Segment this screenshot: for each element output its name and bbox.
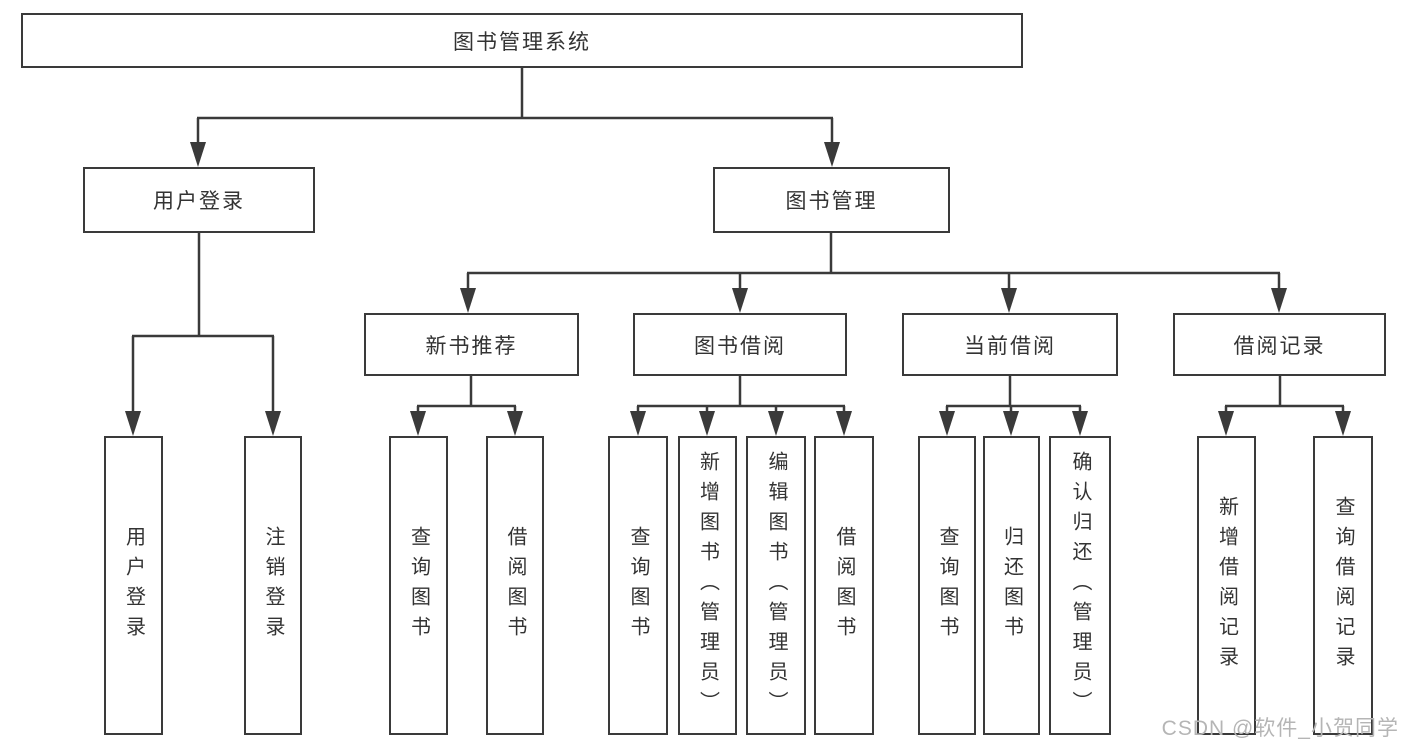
node-label: 借阅记录 <box>1233 334 1326 358</box>
node-login-user: 用户登录 <box>104 436 163 735</box>
node-records-query: 查询借阅记录 <box>1313 436 1373 735</box>
arrowhead-down-icon <box>1003 411 1019 436</box>
node-label: 图书管理系统 <box>453 30 591 54</box>
arrowhead-down-icon <box>125 411 141 436</box>
arrowhead-down-icon <box>768 411 784 436</box>
node-borrow-edit: 编辑图书（管理员） <box>746 436 806 735</box>
node-records-add: 新增借阅记录 <box>1197 436 1256 735</box>
arrowhead-down-icon <box>1271 288 1287 313</box>
node-label: 借阅图书 <box>833 525 855 646</box>
node-label: 新书推荐 <box>425 334 518 358</box>
arrowhead-down-icon <box>460 288 476 313</box>
arrowhead-down-icon <box>630 411 646 436</box>
arrowhead-down-icon <box>507 411 523 436</box>
node-label: 查询图书 <box>936 525 958 646</box>
node-current-query: 查询图书 <box>918 436 976 735</box>
node-borrow-query: 查询图书 <box>608 436 668 735</box>
arrowhead-down-icon <box>1072 411 1088 436</box>
node-label: 查询借阅记录 <box>1332 495 1354 676</box>
arrowhead-down-icon <box>1001 288 1017 313</box>
node-current-confirm: 确认归还（管理员） <box>1049 436 1111 735</box>
node-label: 查询图书 <box>407 525 430 646</box>
arrowhead-down-icon <box>836 411 852 436</box>
node-rec-borrow: 借阅图书 <box>486 436 544 735</box>
node-records: 借阅记录 <box>1173 313 1386 376</box>
node-current: 当前借阅 <box>902 313 1118 376</box>
node-label: 注销登录 <box>262 525 284 646</box>
node-root: 图书管理系统 <box>21 13 1023 68</box>
node-borrow-add: 新增图书（管理员） <box>678 436 737 735</box>
node-borrow: 图书借阅 <box>633 313 847 376</box>
node-label: 编辑图书（管理员） <box>765 450 787 721</box>
node-rec-query: 查询图书 <box>389 436 448 735</box>
arrowhead-down-icon <box>824 142 840 167</box>
arrowhead-down-icon <box>265 411 281 436</box>
node-login: 用户登录 <box>83 167 315 233</box>
node-label: 用户登录 <box>122 525 145 646</box>
node-label: 借阅图书 <box>504 525 526 646</box>
arrowhead-down-icon <box>1218 411 1234 436</box>
node-rec: 新书推荐 <box>364 313 579 376</box>
node-label: 当前借阅 <box>964 334 1056 358</box>
node-label: 图书借阅 <box>694 334 786 358</box>
node-label: 图书管理 <box>785 190 878 213</box>
watermark: CSDN @软件_小贺同学 <box>1161 717 1399 740</box>
node-label: 归还图书 <box>1000 525 1023 646</box>
node-borrow-lend: 借阅图书 <box>814 436 874 735</box>
arrowhead-down-icon <box>732 288 748 313</box>
arrowhead-down-icon <box>410 411 426 436</box>
node-label: 新增借阅记录 <box>1215 495 1238 676</box>
node-label: 确认归还（管理员） <box>1069 450 1091 721</box>
arrowhead-down-icon <box>1335 411 1351 436</box>
node-label: 查询图书 <box>627 525 649 646</box>
arrowhead-down-icon <box>939 411 955 436</box>
node-mgmt: 图书管理 <box>713 167 950 233</box>
node-label: 新增图书（管理员） <box>696 450 719 721</box>
node-label: 用户登录 <box>153 190 245 213</box>
node-login-logout: 注销登录 <box>244 436 302 735</box>
arrowhead-down-icon <box>190 142 206 167</box>
node-current-return: 归还图书 <box>983 436 1040 735</box>
arrowhead-down-icon <box>699 411 715 436</box>
